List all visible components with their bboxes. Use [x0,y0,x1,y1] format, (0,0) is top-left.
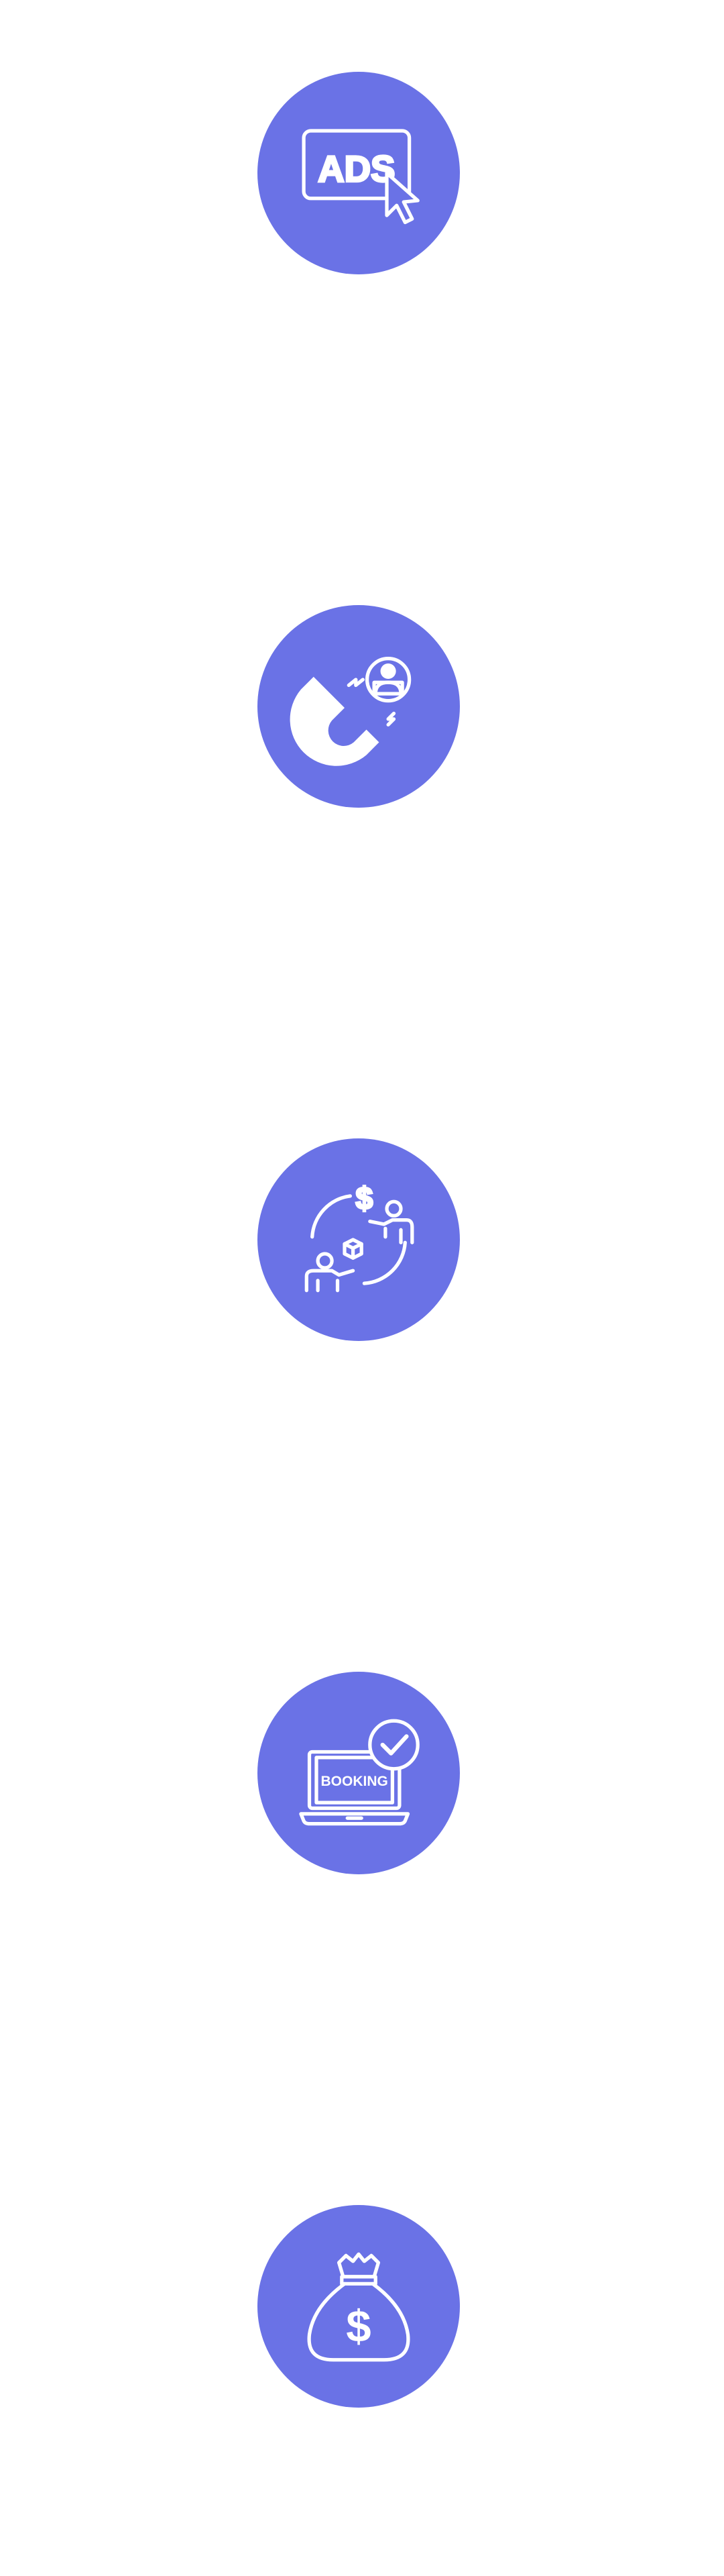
money-bag-dollar: $ [346,2302,371,2352]
ads-click-icon: ADS [302,129,420,225]
booking-label: BOOKING [321,1774,388,1789]
money-bag-icon: $ [307,2252,410,2362]
lead-magnet-icon-circle [257,605,460,808]
sales-exchange-icon: $ [304,1179,414,1293]
dollar-label: $ [356,1181,373,1216]
lead-magnet-icon [290,656,412,766]
sales-exchange-icon-circle: $ [257,1138,460,1341]
money-bag-icon-circle: $ [257,2205,460,2408]
ads-click-icon-circle: ADS [257,72,460,274]
online-booking-icon: BOOKING [299,1719,420,1826]
ads-label: ADS [318,149,395,190]
online-booking-icon-circle: BOOKING [257,1672,460,1874]
